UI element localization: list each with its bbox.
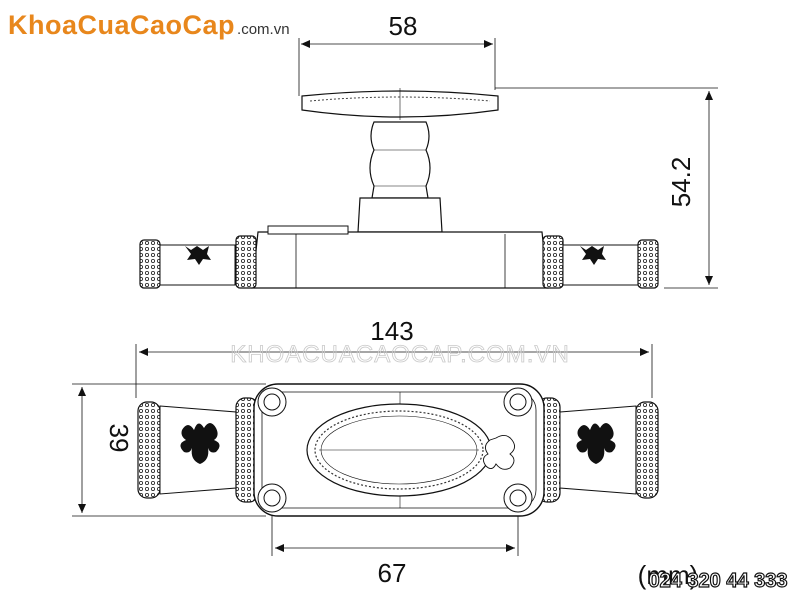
side-left-end-cap	[139, 239, 161, 289]
side-right-end-cap	[637, 239, 659, 289]
top-view	[72, 344, 659, 556]
knob-stem	[369, 121, 431, 199]
side-right-ornament	[580, 246, 606, 265]
brand-domain: .com.vn	[237, 21, 290, 38]
knob-cap-beading	[309, 96, 491, 102]
side-view	[139, 38, 718, 289]
watermark-text: KHOACUACAOCAP.COM.VN	[230, 341, 570, 368]
brand-logo[interactable]: KhoaCuaCaoCap.com.vn	[8, 10, 290, 41]
top-right-ornament	[576, 423, 616, 464]
screw-hole-top-left	[257, 387, 287, 417]
plate-scroll-ornament	[483, 435, 515, 470]
side-left-collar	[235, 235, 257, 289]
screw-hole-top-right	[503, 387, 533, 417]
top-left-end-cap	[137, 401, 161, 499]
phone-number: 024 320 44 333	[648, 570, 787, 592]
dim-knob-width: 58	[389, 11, 418, 41]
top-left-ornament	[180, 423, 220, 464]
side-left-ornament	[185, 246, 211, 265]
knob-base	[357, 197, 443, 233]
screw-hole-bottom-left	[257, 483, 287, 513]
dim-height: 54.2	[666, 157, 696, 208]
dim-hole-spacing: 67	[378, 558, 407, 588]
screw-hole-bottom-right	[503, 483, 533, 513]
center-oval-beading	[314, 410, 484, 490]
side-right-collar	[542, 235, 564, 289]
unit-label: (mm)	[638, 560, 699, 590]
dim-plate-width: 39	[104, 424, 134, 453]
brand-name: KhoaCuaCaoCap	[8, 10, 236, 40]
dim-length: 143	[370, 316, 413, 346]
block-top-detail	[267, 225, 349, 235]
top-right-end-cap	[635, 401, 659, 499]
